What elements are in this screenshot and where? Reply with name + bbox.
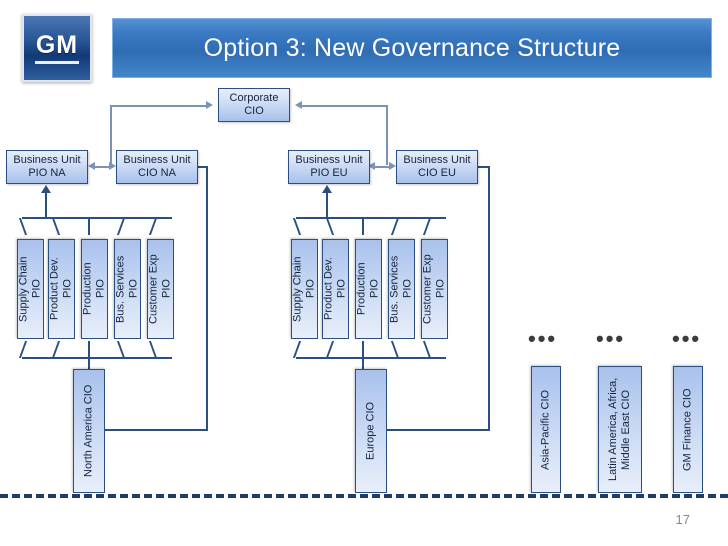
node-business-unit-pio-eu[interactable]: Business Unit PIO EU <box>288 150 370 184</box>
page-number: 17 <box>675 512 690 527</box>
bracket-eu-bottom-stub-3 <box>362 341 364 358</box>
node-corporate-cio[interactable]: Corporate CIO <box>218 88 290 122</box>
arrow-into-corporate-cio-right <box>295 100 302 109</box>
bracket-eu-bottom-stub-1 <box>292 341 302 358</box>
connector-na-bracket-to-na-cio <box>88 357 90 369</box>
node-na-customer-exp-pio[interactable]: Customer Exp PIO <box>147 239 174 339</box>
connector-cio-eu-to-corporate-horizontal <box>302 105 388 107</box>
connector-cio-eu-to-corporate-vertical <box>386 105 388 165</box>
slide-title-bar: Option 3: New Governance Structure <box>112 18 712 78</box>
arrow-bu-na-right <box>109 162 116 170</box>
node-eu-customer-exp-pio[interactable]: Customer Exp PIO <box>421 239 448 339</box>
bracket-eu-bottom-stub-5 <box>422 341 432 358</box>
node-gm-finance-cio[interactable]: GM Finance CIO <box>673 366 703 493</box>
connector-cio-eu-to-eu-cio <box>387 429 490 431</box>
page-title: Option 3: New Governance Structure <box>203 33 621 62</box>
node-north-america-cio[interactable]: North America CIO <box>73 369 105 493</box>
bracket-na-stub-1 <box>18 218 28 235</box>
node-na-supply-chain-pio[interactable]: Supply Chain PIO <box>17 239 44 339</box>
connector-cio-na-to-na-cio <box>105 429 208 431</box>
ellipsis-asia-pacific: ••• <box>528 326 558 351</box>
node-na-product-dev-pio[interactable]: Product Dev. PIO <box>48 239 75 339</box>
node-eu-product-dev-pio[interactable]: Product Dev. PIO <box>322 239 349 339</box>
node-europe-cio[interactable]: Europe CIO <box>355 369 387 493</box>
node-business-unit-cio-eu[interactable]: Business Unit CIO EU <box>396 150 478 184</box>
ellipsis-latin-america: ••• <box>596 326 626 351</box>
arrow-into-bu-pio-na <box>41 185 51 193</box>
gm-logo-underline <box>35 60 79 64</box>
connector-bu-na-pair <box>94 166 110 168</box>
node-business-unit-pio-na[interactable]: Business Unit PIO NA <box>6 150 88 184</box>
bracket-eu-bottom-stub-2 <box>325 341 335 358</box>
arrow-bu-eu-left <box>368 162 375 170</box>
bracket-eu-stub-2 <box>325 218 335 235</box>
bracket-na-bottom-stub-3 <box>88 341 90 358</box>
bracket-na-stub-2 <box>51 218 61 235</box>
node-eu-bus-services-pio[interactable]: Bus. Services PIO <box>388 239 415 339</box>
bracket-na-bottom-stub-4 <box>116 341 126 358</box>
connector-cio-na-to-corporate-horizontal <box>110 105 206 107</box>
bracket-eu-stub-3 <box>362 218 364 235</box>
bracket-na-bottom-stub-5 <box>148 341 158 358</box>
bracket-na-bottom-stub-2 <box>51 341 61 358</box>
arrow-into-bu-pio-eu <box>322 185 332 193</box>
bracket-na-top-rail <box>22 217 172 219</box>
bracket-eu-stub-5 <box>422 218 432 235</box>
bracket-na-bottom-stub-1 <box>18 341 28 358</box>
bracket-eu-stub-4 <box>390 218 400 235</box>
connector-eu-bracket-to-pio-eu <box>326 192 328 218</box>
bracket-na-stub-4 <box>116 218 126 235</box>
arrow-into-corporate-cio-left <box>206 100 213 109</box>
arrow-bu-eu-right <box>389 162 396 170</box>
ellipsis-gm-finance: ••• <box>672 326 702 351</box>
connector-cio-na-to-corporate-vertical <box>110 105 112 165</box>
connector-eu-bracket-to-eu-cio <box>362 357 364 369</box>
bracket-na-bottom-rail <box>22 357 172 359</box>
node-latin-america-africa-middle-east-cio[interactable]: Latin America, Africa, Middle East CIO <box>598 366 642 493</box>
node-business-unit-cio-na[interactable]: Business Unit CIO NA <box>116 150 198 184</box>
node-na-bus-services-pio[interactable]: Bus. Services PIO <box>114 239 141 339</box>
bracket-na-stub-3 <box>88 218 90 235</box>
node-eu-production-pio[interactable]: Production PIO <box>355 239 382 339</box>
connector-cio-na-down <box>206 166 208 431</box>
gm-logo: GM <box>22 14 92 82</box>
arrow-bu-na-left <box>88 162 95 170</box>
bracket-eu-top-rail <box>296 217 446 219</box>
bracket-eu-bottom-rail <box>296 357 446 359</box>
bracket-eu-bottom-stub-4 <box>390 341 400 358</box>
node-eu-supply-chain-pio[interactable]: Supply Chain PIO <box>291 239 318 339</box>
connector-cio-eu-down <box>488 166 490 431</box>
connector-bu-eu-pair <box>374 166 390 168</box>
connector-cio-na-right-stub <box>198 166 208 168</box>
connector-na-bracket-to-pio-na <box>45 192 47 218</box>
bracket-na-stub-5 <box>148 218 158 235</box>
node-na-production-pio[interactable]: Production PIO <box>81 239 108 339</box>
node-asia-pacific-cio[interactable]: Asia-Pacific CIO <box>531 366 561 493</box>
footer-divider <box>0 494 728 498</box>
connector-cio-eu-right-stub <box>478 166 490 168</box>
bracket-eu-stub-1 <box>292 218 302 235</box>
gm-logo-text: GM <box>35 30 79 59</box>
